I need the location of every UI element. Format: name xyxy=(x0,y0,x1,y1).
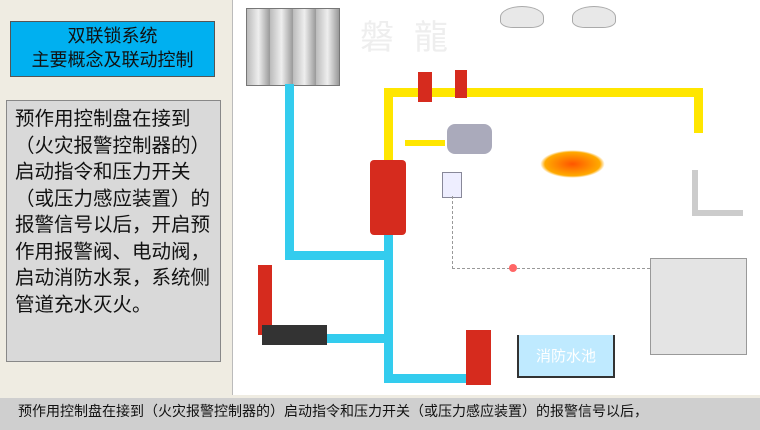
smoke-detector-icon xyxy=(500,6,544,28)
fire-alarm-controller xyxy=(650,258,747,355)
water-tank xyxy=(246,8,340,86)
water-pipe xyxy=(384,230,393,383)
slide-title: 双联锁系统 主要概念及联动控制 xyxy=(10,21,215,77)
water-pipe xyxy=(270,334,390,343)
fire-pump xyxy=(466,330,491,385)
preaction-alarm-valve xyxy=(370,160,406,235)
sprinkler-pipe xyxy=(405,140,445,146)
fire-hydrant xyxy=(258,265,272,335)
pressure-switch xyxy=(455,70,467,98)
water-pipe xyxy=(285,251,393,260)
air-compressor xyxy=(447,124,492,154)
signal-line xyxy=(452,196,665,269)
description-box: 预作用控制盘在接到（火灾报警控制器的）启动指令和压力开关（或压力感应装置）的报警… xyxy=(6,100,221,362)
watermark: 磐龍 xyxy=(360,18,468,58)
electric-valve xyxy=(418,72,432,102)
title-line-1: 双联锁系统 xyxy=(67,26,158,47)
signal-dot xyxy=(509,264,517,272)
fire-icon xyxy=(540,150,605,178)
sprinkler-pipe xyxy=(384,88,393,168)
smoke-detector-icon xyxy=(572,6,616,28)
drain-pipe xyxy=(692,170,743,216)
control-box xyxy=(442,172,462,198)
valve-group xyxy=(262,325,327,345)
fire-water-pool: 消防水池 xyxy=(517,335,615,378)
sprinkler-pipe xyxy=(384,88,702,97)
water-pipe xyxy=(285,84,294,259)
caption-bar: 预作用控制盘在接到（火灾报警控制器的）启动指令和压力开关（或压力感应装置）的报警… xyxy=(0,398,760,430)
sprinkler-pipe xyxy=(694,88,703,133)
water-pipe xyxy=(384,374,474,383)
title-line-2: 主要概念及联动控制 xyxy=(31,50,194,71)
